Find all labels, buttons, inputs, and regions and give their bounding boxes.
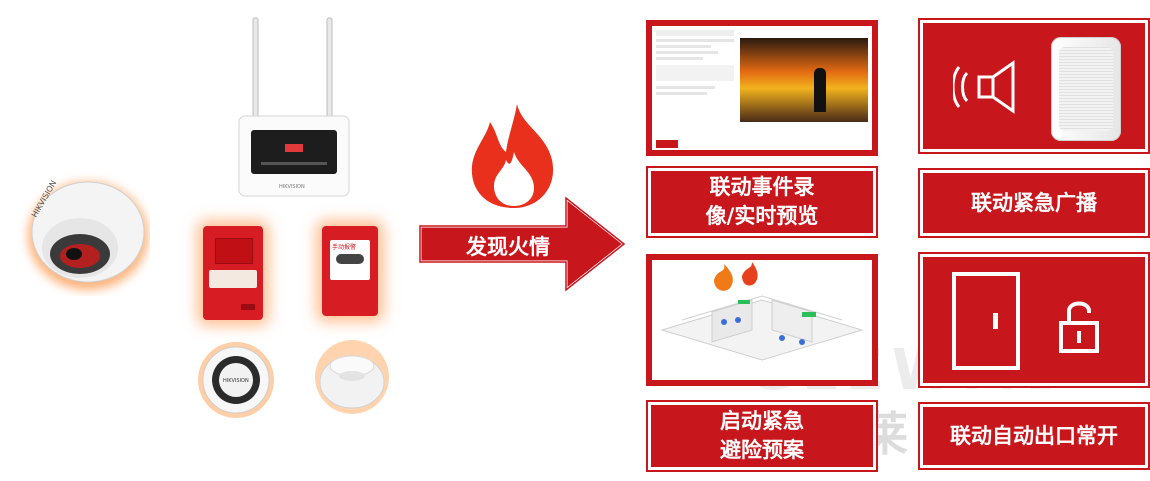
wireless-detector: HIKVISION [233,12,355,202]
ceiling-speaker-device [1051,37,1121,141]
arrow-right-icon [416,192,630,296]
svg-text:HIKVISION: HIKVISION [223,378,249,384]
unlock-icon [1059,301,1099,353]
action-evacuation: 启动紧急 避险预案 [646,400,878,472]
sound-light-alarm [203,226,263,320]
door-icon [952,272,1020,370]
arrow-label: 发现火情 [466,235,550,259]
svg-text:HIKVISION: HIKVISION [279,184,305,190]
manual-call-point: 手动报警 [322,226,378,316]
heat-detector: HIKVISION [196,340,276,420]
evacuation-illustration [646,254,878,386]
broadcast-panel [918,18,1150,154]
action-record-preview: 联动事件录 像/实时预览 [646,166,878,238]
flame-icon [462,100,566,212]
action-broadcast: 联动紧急广播 [918,168,1150,238]
call-point-label: 手动报警 [332,244,357,251]
action-exit-open: 联动自动出口常开 [918,402,1150,470]
smoke-detector [313,338,391,416]
dome-camera: HIKVISION [18,172,150,296]
exit-panel [918,252,1150,388]
event-video-screenshot [646,20,878,156]
speaker-icon [953,60,1015,114]
